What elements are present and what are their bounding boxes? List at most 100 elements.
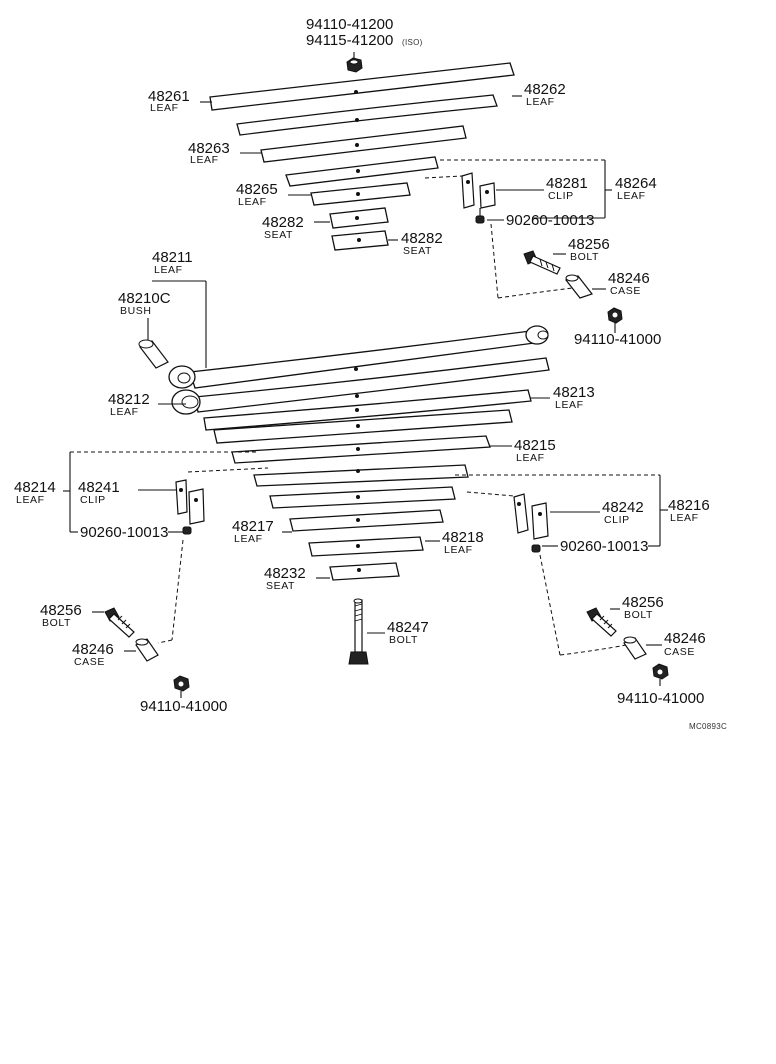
leaf-48212-name: LEAF <box>110 406 139 418</box>
bush-48210c-part <box>138 339 169 369</box>
bolt-48256-right-part-number: 48256 <box>622 594 664 611</box>
leaf-48217-part-number: 48217 <box>232 518 274 535</box>
rivet-upper-part <box>475 208 485 224</box>
leaf-48211-name: LEAF <box>154 264 183 276</box>
leaf-48261-part-number: 48261 <box>148 88 190 105</box>
clip-48241-part <box>175 479 205 525</box>
leaf-48216-part <box>253 464 469 487</box>
leaf-48263-name: LEAF <box>190 154 219 166</box>
leaf-48218-part <box>308 536 424 557</box>
leaf-48215-part <box>213 409 513 444</box>
seat-48232-part <box>329 562 400 581</box>
top-nut-iso-part-number: 94115-41200 <box>306 32 393 49</box>
leaf-48216-name: LEAF <box>670 512 699 524</box>
leaf-48261-name: LEAF <box>150 102 179 114</box>
leaf-48218-name: LEAF <box>444 544 473 556</box>
top-nut-part <box>346 57 363 73</box>
case-48246-upper-part-number: 48246 <box>608 270 650 287</box>
bolt-48256-right-name: BOLT <box>624 609 653 621</box>
leaf-48263-part-number: 48263 <box>188 140 230 157</box>
leaf-48263-part <box>260 125 467 163</box>
seat-48282-right-part-number: 48282 <box>401 230 443 247</box>
case-48246-right-name: CASE <box>664 646 695 658</box>
seat-48282-right-name: SEAT <box>403 245 432 257</box>
leaf-48264-name: LEAF <box>617 190 646 202</box>
leaf-48212-part-number: 48212 <box>108 391 150 408</box>
bolt-48256-left-name: BOLT <box>42 617 71 629</box>
case-48246-right-part-number: 48246 <box>664 630 706 647</box>
leaf-48262-part-number: 48262 <box>524 81 566 98</box>
clip-48281-name: CLIP <box>548 190 574 202</box>
case-48246-upper-part <box>565 274 593 299</box>
leaf-48217-name: LEAF <box>234 533 263 545</box>
figure-code: MC0893C <box>689 722 727 731</box>
leaf-48265-part <box>310 182 411 206</box>
clip-48242-name: CLIP <box>604 514 630 526</box>
bolt-48256-left-part-number: 48256 <box>40 602 82 619</box>
top-nut-part-number: 94110-41200 <box>306 16 393 33</box>
center-bolt-48247-name: BOLT <box>389 634 418 646</box>
leaf-48211-part-number: 48211 <box>152 249 193 266</box>
seat-48232-name: SEAT <box>266 580 295 592</box>
leaf-48212-part <box>171 357 550 415</box>
seat-48282-lower-part <box>331 230 389 251</box>
rivet-upper-part-number: 90260-10013 <box>506 212 594 229</box>
clip-48281-part-number: 48281 <box>546 175 588 192</box>
rivet-left-part <box>182 526 192 535</box>
seat-48232-part-number: 48232 <box>264 565 306 582</box>
leaf-48213-name: LEAF <box>555 399 584 411</box>
nut-left-part-number: 94110-41000 <box>140 698 227 715</box>
leaf-48262-name: LEAF <box>526 96 555 108</box>
iso-tag: (ISO) <box>402 38 423 47</box>
clip-48241-part-number: 48241 <box>78 479 120 496</box>
leaf-48216-part-number: 48216 <box>668 497 710 514</box>
bolt-48256-right-part <box>586 607 617 637</box>
center-bolt-48247-part-number: 48247 <box>387 619 429 636</box>
leaf-48264-part-number: 48264 <box>615 175 657 192</box>
rivet-right-part <box>531 544 541 553</box>
bolt-48256-upper-name: BOLT <box>570 251 599 263</box>
bolt-48256-upper-part <box>523 250 561 275</box>
nut-upper-part <box>607 307 623 324</box>
clip-48281-part <box>461 172 496 209</box>
bush-48210c-name: BUSH <box>120 305 152 317</box>
leaf-48213-part <box>203 389 532 431</box>
leaf-48261-part <box>209 62 515 111</box>
case-48246-upper-name: CASE <box>610 285 641 297</box>
leaf-48211-part <box>168 325 549 389</box>
leaf-48215-name: LEAF <box>516 452 545 464</box>
seat-48282-upper-part <box>329 207 389 229</box>
leaf-48214-part-number: 48214 <box>14 479 56 496</box>
leaf-48262-part <box>236 94 498 136</box>
nut-right-part-number: 94110-41000 <box>617 690 704 707</box>
seat-48282-left-name: SEAT <box>264 229 293 241</box>
leaf-48264-part <box>285 156 439 187</box>
leaf-48217-part <box>269 486 456 509</box>
leaf-48265-part-number: 48265 <box>236 181 278 198</box>
rivet-right-part-number: 90260-10013 <box>560 538 648 555</box>
nut-upper-part-number: 94110-41000 <box>574 331 661 348</box>
clip-48241-name: CLIP <box>80 494 106 506</box>
nut-right-part <box>652 663 669 680</box>
bush-48210c-part-number: 48210C <box>118 290 171 307</box>
leaf-48214-name: LEAF <box>16 494 45 506</box>
clip-48242-part <box>513 493 549 540</box>
leaf-48214-part <box>231 435 491 464</box>
center-bolt-48247-part <box>348 598 369 665</box>
bolt-48256-upper-part-number: 48256 <box>568 236 610 253</box>
rivet-left-part-number: 90260-10013 <box>80 524 168 541</box>
clip-48242-part-number: 48242 <box>602 499 644 516</box>
leaf-48265-name: LEAF <box>238 196 267 208</box>
leaf-48218-part-number: 48218 <box>442 529 484 546</box>
seat-48282-left-part-number: 48282 <box>262 214 304 231</box>
case-48246-left-name: CASE <box>74 656 105 668</box>
leaf-48213-part-number: 48213 <box>553 384 595 401</box>
nut-left-part <box>173 675 190 692</box>
leaf-48215-part-number: 48215 <box>514 437 556 454</box>
case-48246-left-part <box>135 638 159 662</box>
case-48246-left-part-number: 48246 <box>72 641 114 658</box>
bolt-48256-left-part <box>104 607 135 638</box>
case-48246-right-part <box>623 636 647 660</box>
leaf-48218-upper-part <box>289 509 444 532</box>
